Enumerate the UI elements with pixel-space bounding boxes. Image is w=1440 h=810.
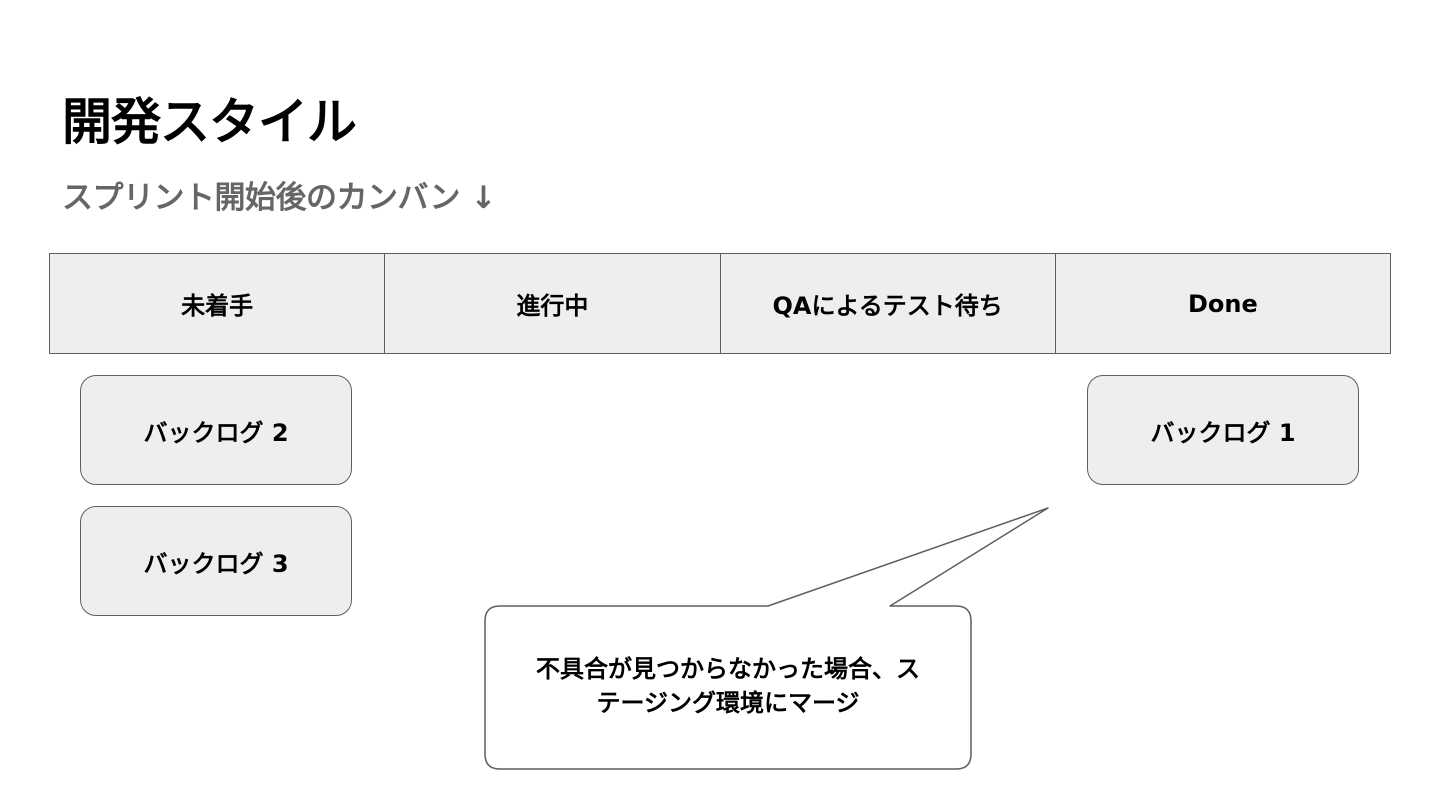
callout-line-1: 不具合が見つからなかった場合、ス bbox=[536, 655, 920, 683]
column-header-qa-waiting: QAによるテスト待ち bbox=[720, 254, 1056, 353]
kanban-header-row: 未着手 進行中 QAによるテスト待ち Done bbox=[49, 253, 1391, 354]
callout-line-2: テージング環境にマージ bbox=[596, 689, 860, 717]
slide-title: 開発スタイル bbox=[62, 93, 357, 151]
callout-text: 不具合が見つからなかった場合、ス テージング環境にマージ bbox=[485, 652, 971, 720]
slide-subtitle: スプリント開始後のカンバン ↓ bbox=[62, 180, 496, 216]
column-header-in-progress: 進行中 bbox=[385, 254, 721, 353]
card-backlog-3: バックログ 3 bbox=[80, 506, 352, 616]
card-backlog-1: バックログ 1 bbox=[1087, 375, 1359, 485]
column-header-todo: 未着手 bbox=[50, 254, 386, 353]
card-backlog-2: バックログ 2 bbox=[80, 375, 352, 485]
column-header-done: Done bbox=[1055, 254, 1390, 353]
